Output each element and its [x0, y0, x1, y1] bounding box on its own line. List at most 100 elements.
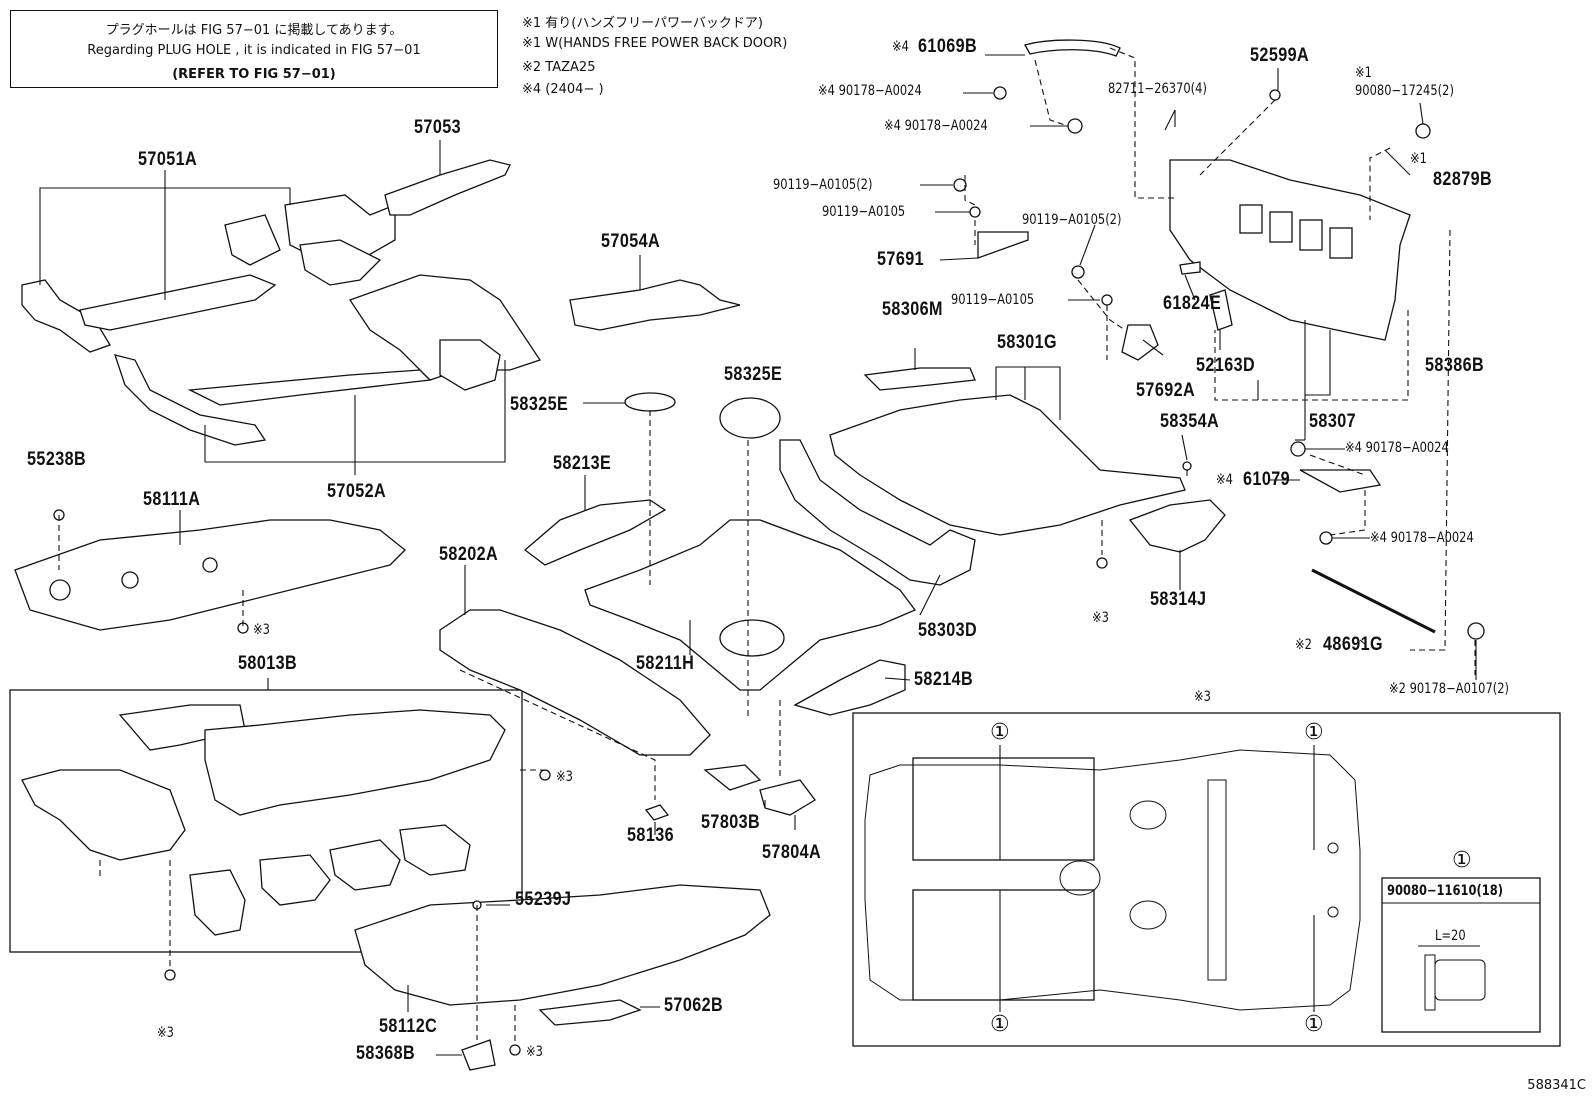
label-90119-A0105-c[interactable]: 90119−A0105(2)	[1022, 212, 1122, 228]
label-57062B[interactable]: 57062B	[664, 995, 724, 1016]
label-58213E[interactable]: 58213E	[553, 453, 612, 474]
label-90178-A0024-c[interactable]: ※4 90178−A0024	[1345, 440, 1449, 456]
label-58307[interactable]: 58307	[1309, 411, 1357, 432]
part-61079-shape[interactable]	[1299, 469, 1382, 493]
label-90178-A0107[interactable]: ※2 90178−A0107(2)	[1389, 681, 1510, 697]
label-48691G[interactable]: 48691G	[1323, 634, 1384, 655]
x3-detail-title: ※3	[1194, 689, 1211, 705]
label-90119-A0105-b[interactable]: 90119−A0105	[822, 204, 906, 220]
part-57691-shape[interactable]	[977, 231, 1029, 259]
part-58314J-shape[interactable]	[1128, 499, 1226, 553]
label-82711-26370[interactable]: 82711−26370(4)	[1108, 81, 1207, 97]
part-57052A-shape[interactable]	[114, 274, 542, 446]
detail-marker-1b: ①	[1304, 720, 1324, 745]
part-57053-shape[interactable]	[384, 159, 511, 216]
floor-outline-detail	[864, 745, 1541, 1033]
leader-lines	[39, 54, 1477, 1056]
legend-4: ※4 (2404− )	[522, 82, 604, 97]
label-58314J[interactable]: 58314J	[1150, 589, 1207, 610]
part-58307-shape[interactable]	[1169, 159, 1411, 341]
label-57692A[interactable]: 57692A	[1136, 380, 1196, 401]
label-90080-11610[interactable]: 90080−11610(18)	[1387, 883, 1503, 899]
label-55238B[interactable]: 55238B	[27, 449, 87, 470]
note-jp: プラグホールは FIG 57−01 に掲載してあります。	[105, 23, 403, 38]
label-58306M[interactable]: 58306M	[882, 299, 943, 320]
legend-2: ※1 W(HANDS FREE POWER BACK DOOR)	[522, 36, 788, 51]
part-58202A-shape[interactable]	[439, 609, 711, 756]
label-90119-A0105-d[interactable]: 90119−A0105	[951, 292, 1035, 308]
label-90080-17245[interactable]: 90080−17245(2)	[1355, 83, 1454, 99]
label-58325E-b[interactable]: 58325E	[724, 364, 783, 385]
part-57051A-shape[interactable]	[21, 194, 396, 353]
part-58112C-shape[interactable]	[354, 884, 771, 1071]
label-90178-A0024-b[interactable]: ※4 90178−A0024	[884, 118, 988, 134]
label-58013B[interactable]: 58013B	[238, 653, 298, 674]
part-52163D-shape[interactable]	[1209, 289, 1233, 331]
part-57692A-shape[interactable]	[1121, 324, 1159, 361]
x3-b: ※3	[556, 769, 573, 785]
label-58354A[interactable]: 58354A	[1160, 411, 1220, 432]
label-82879B-prefix: ※1	[1410, 151, 1427, 167]
label-90178-A0024-a[interactable]: ※4 90178−A0024	[818, 83, 922, 99]
label-58368B[interactable]: 58368B	[356, 1043, 416, 1064]
label-58214B[interactable]: 58214B	[914, 669, 974, 690]
part-57054A-shape[interactable]	[569, 279, 741, 331]
part-58211H-shape[interactable]	[584, 519, 917, 691]
label-90080-prefix: ※1	[1355, 65, 1372, 81]
label-57053[interactable]: 57053	[414, 117, 462, 138]
note-en: Regarding PLUG HOLE , it is indicated in…	[87, 43, 421, 58]
part-57804A-shape[interactable]	[759, 779, 816, 816]
x3-d: ※3	[157, 1025, 174, 1041]
label-57054A[interactable]: 57054A	[601, 231, 661, 252]
label-58303D[interactable]: 58303D	[918, 620, 978, 641]
label-57052A[interactable]: 57052A	[327, 481, 387, 502]
label-58325E-a[interactable]: 58325E	[510, 394, 569, 415]
label-52599A[interactable]: 52599A	[1250, 45, 1310, 66]
part-58213E-shape[interactable]	[523, 499, 667, 566]
label-58211H[interactable]: 58211H	[636, 653, 695, 674]
x3-e: ※3	[526, 1044, 543, 1060]
dashed-guides	[58, 47, 1476, 1045]
part-58325E-b-shape[interactable]	[719, 397, 781, 439]
x3-c: ※3	[1092, 610, 1109, 626]
label-61079[interactable]: 61079	[1243, 469, 1291, 490]
detail-marker-1e: ①	[1452, 848, 1472, 873]
detail-marker-1c: ①	[990, 1012, 1010, 1037]
label-57804A[interactable]: 57804A	[762, 842, 822, 863]
part-58303D-shape[interactable]	[779, 439, 976, 586]
part-58111A-shape[interactable]	[14, 519, 406, 631]
label-58111A[interactable]: 58111A	[143, 489, 201, 510]
part-58136-shape[interactable]	[644, 804, 670, 821]
part-58301G-shape[interactable]	[829, 394, 1186, 536]
part-48691G-shape[interactable]	[1311, 568, 1436, 634]
label-82879B[interactable]: 82879B	[1433, 169, 1493, 190]
part-58214B-shape[interactable]	[793, 659, 906, 716]
label-52163D[interactable]: 52163D	[1196, 355, 1256, 376]
label-57803B[interactable]: 57803B	[701, 812, 761, 833]
label-90178-A0024-d[interactable]: ※4 90178−A0024	[1370, 530, 1474, 546]
legend-3: ※2 TAZA25	[522, 60, 596, 75]
label-58202A[interactable]: 58202A	[439, 544, 499, 565]
label-57051A[interactable]: 57051A	[138, 149, 198, 170]
label-55239J[interactable]: 55239J	[515, 889, 572, 910]
label-61079-prefix: ※4	[1216, 472, 1233, 488]
label-58112C[interactable]: 58112C	[379, 1016, 438, 1037]
label-61824E[interactable]: 61824E	[1163, 293, 1222, 314]
label-61069B[interactable]: 61069B	[918, 36, 978, 57]
part-61824E-shape[interactable]	[1179, 261, 1201, 275]
label-58136[interactable]: 58136	[627, 825, 675, 846]
label-90119-A0105-a[interactable]: 90119−A0105(2)	[773, 177, 873, 193]
part-58325E-a-shape[interactable]	[624, 392, 676, 412]
group-box-58013B	[9, 689, 523, 953]
label-58301G[interactable]: 58301G	[997, 332, 1058, 353]
label-61069B-prefix: ※4	[892, 39, 909, 55]
part-58013B-shape[interactable]	[21, 704, 506, 936]
label-57691[interactable]: 57691	[877, 249, 925, 270]
part-61069B-shape[interactable]	[1024, 39, 1121, 57]
legend-1: ※1 有り(ハンズフリーパワーバックドア)	[522, 16, 763, 31]
part-58306M-shape[interactable]	[863, 367, 976, 391]
part-57803B-shape[interactable]	[703, 764, 762, 791]
label-58386B[interactable]: 58386B	[1425, 355, 1485, 376]
detail-box-x3	[852, 712, 1561, 1047]
